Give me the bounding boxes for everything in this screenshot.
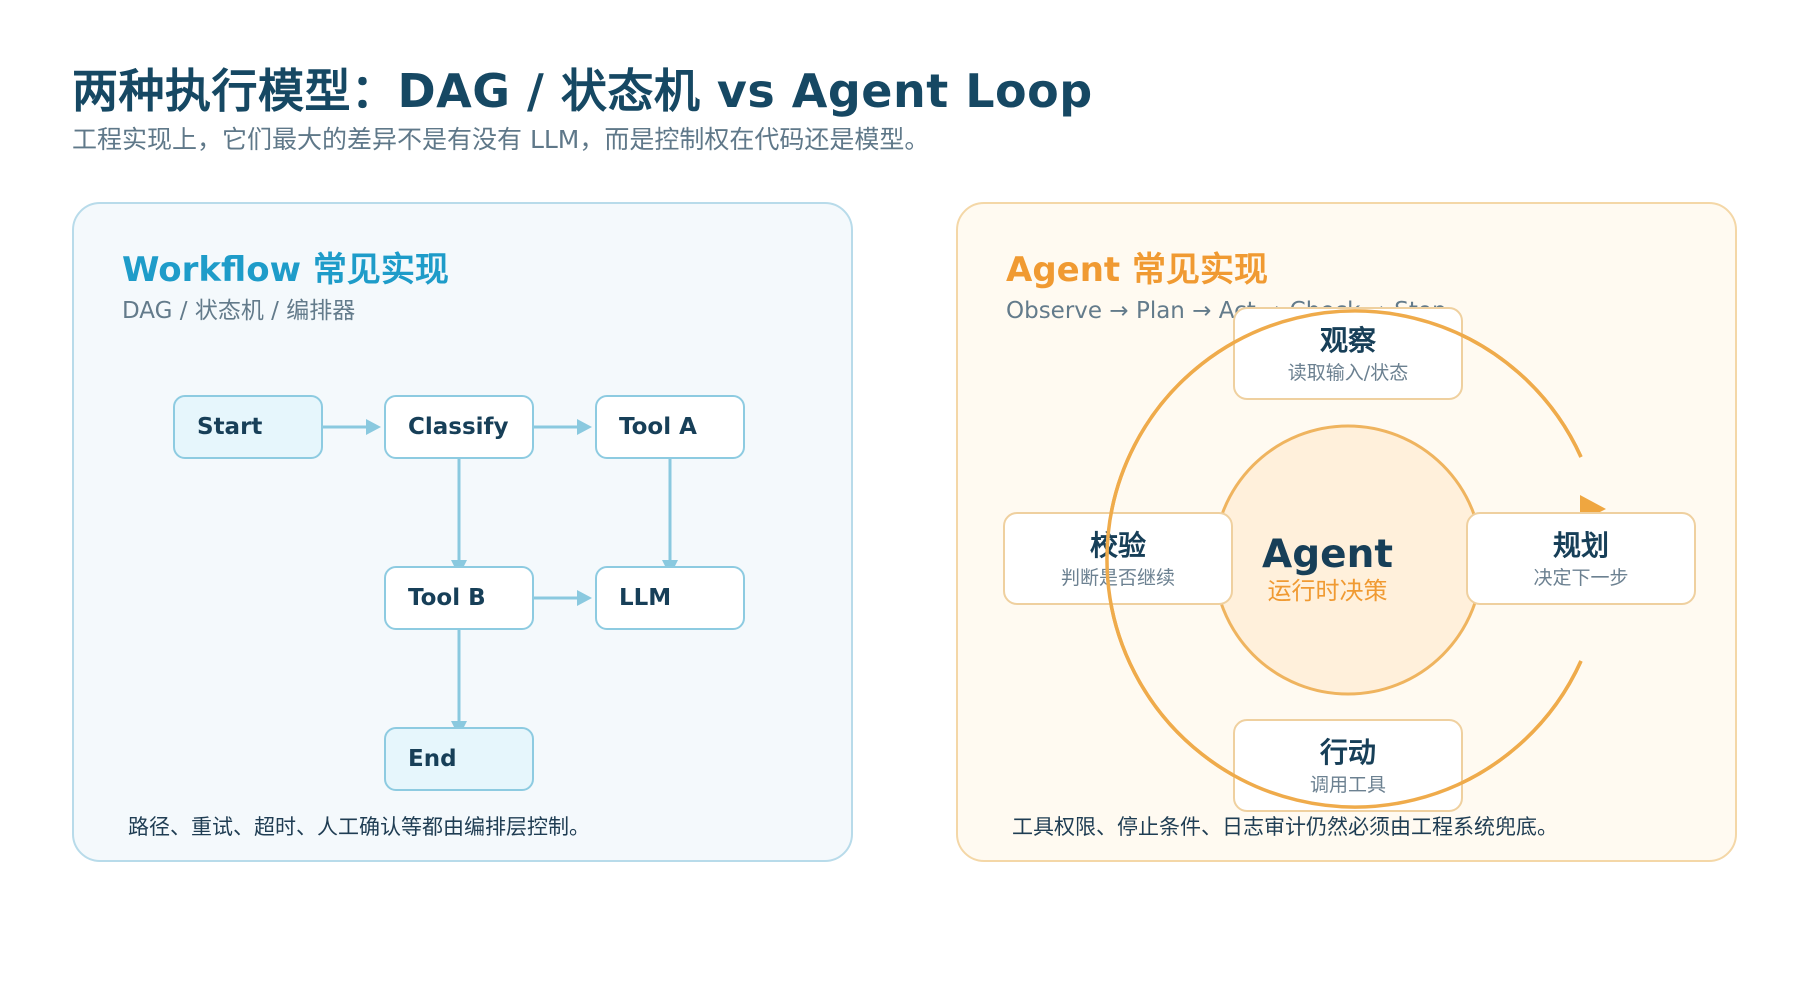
agent-step-check-subtitle: 判断是否继续 [1060,567,1175,589]
workflow-node-start-label: Start [197,414,263,440]
agent-panel: Agent 常见实现 Observe → Plan → Act → Check … [956,202,1737,862]
agent-center-label: Agent 运行时决策 [1256,532,1399,606]
agent-step-plan[interactable]: 规划 决定下一步 [1466,512,1696,605]
workflow-node-tool-b[interactable]: Tool B [384,566,534,630]
workflow-panel: Workflow 常见实现 DAG / 状态机 / 编排器 Start Clas… [72,202,853,862]
tool-b-to-llm-arrowhead [577,590,592,606]
agent-step-observe-title: 观察 [1319,324,1376,357]
workflow-node-classify[interactable]: Classify [384,395,534,459]
workflow-node-end[interactable]: End [384,727,534,791]
workflow-title: Workflow 常见实现 [122,250,449,290]
workflow-node-tool-a[interactable]: Tool A [595,395,745,459]
workflow-node-classify-label: Classify [408,414,509,440]
workflow-node-end-label: End [408,746,457,772]
page-subtitle: 工程实现上，它们最大的差异不是有没有 LLM，而是控制权在代码还是模型。 [72,125,930,154]
workflow-subtitle: DAG / 状态机 / 编排器 [122,298,356,324]
workflow-node-start[interactable]: Start [173,395,323,459]
agent-center-subtitle: 运行时决策 [1267,577,1388,605]
workflow-node-tool-a-label: Tool A [619,414,697,440]
page-header: 两种执行模型：DAG / 状态机 vs Agent Loop 工程实现上，它们最… [72,62,1572,156]
agent-step-plan-subtitle: 决定下一步 [1533,567,1629,589]
start-to-classify-arrowhead [366,419,381,435]
agent-step-check[interactable]: 校验 判断是否继续 [1003,512,1233,605]
agent-step-act[interactable]: 行动 调用工具 [1233,719,1463,812]
workflow-node-tool-b-label: Tool B [408,585,486,611]
agent-loop-diagram: 观察 读取输入/状态 校验 判断是否继续 规划 决定下一步 行动 调用工具 Ag… [958,204,1739,864]
agent-center-title: Agent [1262,532,1393,577]
agent-step-observe[interactable]: 观察 读取输入/状态 [1233,307,1463,400]
agent-title: Agent 常见实现 [1006,250,1269,290]
agent-footer: 工具权限、停止条件、日志审计仍然必须由工程系统兜底。 [1012,815,1558,839]
workflow-footer: 路径、重试、超时、人工确认等都由编排层控制。 [128,815,590,839]
agent-step-act-title: 行动 [1319,736,1376,769]
agent-step-plan-title: 规划 [1552,529,1609,562]
agent-step-check-title: 校验 [1089,529,1146,562]
agent-step-act-subtitle: 调用工具 [1309,774,1386,796]
workflow-node-llm-label: LLM [619,585,672,611]
classify-to-tool-a-arrowhead [577,419,592,435]
workflow-node-llm[interactable]: LLM [595,566,745,630]
agent-step-observe-subtitle: 读取输入/状态 [1287,362,1409,384]
page-title: 两种执行模型：DAG / 状态机 vs Agent Loop [72,64,1093,118]
workflow-dag: Start Classify Tool A Tool B LLM End [74,204,855,864]
